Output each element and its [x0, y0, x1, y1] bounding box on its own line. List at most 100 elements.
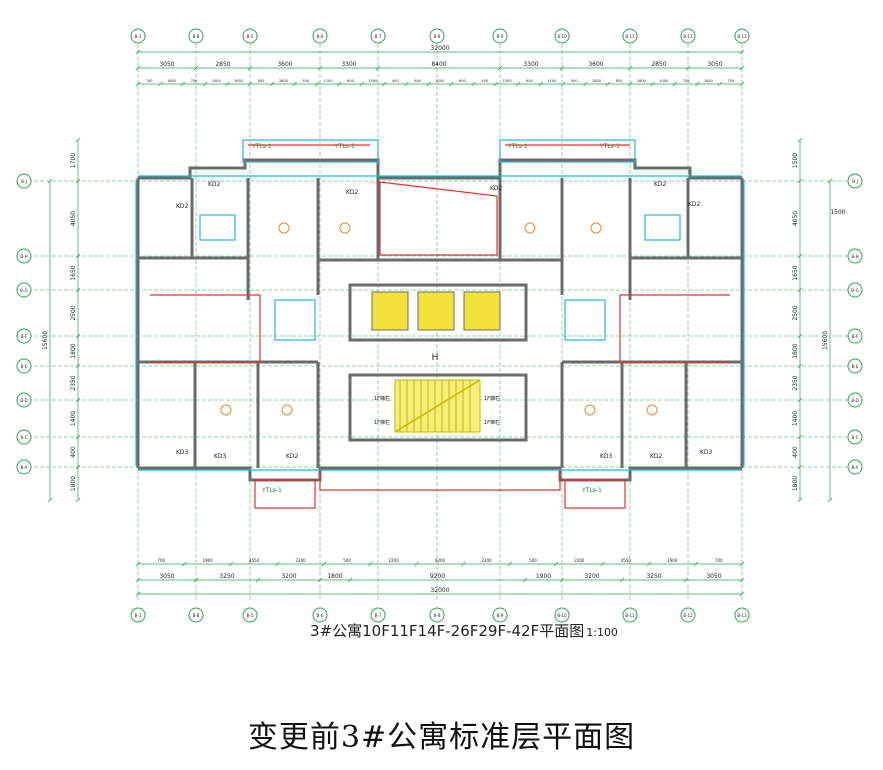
dim-bottom-total-tick: [739, 591, 745, 597]
grid-bubble-label: B-9: [497, 34, 504, 39]
grid-bubble-label: B-11: [625, 34, 635, 39]
dim-top-row2-label: 1000: [212, 79, 221, 83]
dim-top-row2-label: 600: [414, 79, 421, 83]
dim-top-row2-tick: [694, 81, 700, 87]
room-marker: [278, 222, 290, 234]
grid-bubble: [429, 28, 445, 44]
dim-top-row2-tick: [247, 81, 253, 87]
dim-top-row2-tick: [202, 81, 208, 87]
dim-bottom-row2-tick: [182, 561, 187, 567]
dim-top-row1-tick: [559, 65, 565, 71]
dim-top-row1-tick: [685, 65, 691, 71]
grid-bubble-label: B-B: [193, 613, 200, 618]
room-code: KD2: [286, 453, 299, 460]
dim-bottom-row2-label: 2200: [388, 558, 399, 563]
dim-top-total-tick: [135, 49, 141, 55]
grid-bubble: [554, 28, 570, 44]
dim-top-row2-label: 500: [302, 79, 309, 83]
dim-top-row1-tick: [739, 65, 745, 71]
dim-bottom-total-tick: [135, 591, 141, 597]
grid-bubble-label: B-H: [20, 254, 27, 259]
grid-bubble: [130, 607, 146, 623]
dim-left-inner-tick: [75, 464, 81, 470]
dim-top-row2-label: 1650: [704, 79, 713, 83]
dim-top-row2-tick: [493, 81, 499, 87]
unit-boundary-left: [150, 294, 261, 363]
dim-bottom-row1-tick: [255, 577, 261, 583]
room-code: KD3: [700, 449, 713, 456]
drawing-title-text: 3#公寓10F11F14F-26F29F-42F平面图: [310, 622, 585, 640]
dim-top-row2-label: 5200: [436, 79, 445, 83]
dim-top-row2-label: 2600: [637, 79, 646, 83]
room-code: KD2: [176, 203, 189, 210]
outer-wall-bottom: [138, 466, 742, 482]
dim-bottom-row1-tick: [683, 577, 689, 583]
dim-left-inner-label: 2500: [70, 305, 77, 320]
dim-bottom-row1-label: 3250: [646, 573, 661, 580]
dim-top-row2-label: 800: [258, 79, 265, 83]
grid-bubble-label: B-J: [852, 179, 858, 184]
grid-bubble-label: B-7: [375, 34, 382, 39]
hall-boundary: [379, 181, 498, 256]
stair-label: 1F梯栏: [484, 419, 500, 426]
grid-bubble: [847, 429, 863, 445]
dim-left-inner-tick: [75, 434, 81, 440]
dim-top-row2-label: 600: [347, 79, 354, 83]
grid-bubble: [16, 328, 32, 344]
room-code: KD2: [654, 181, 667, 188]
grid-bubble: [622, 607, 638, 623]
room-code: KD3: [214, 453, 227, 460]
grid-bubble-label: B-E: [21, 364, 28, 369]
grid-bubble: [242, 607, 258, 623]
grid-bubble: [370, 607, 386, 623]
elevator-shaft-3: [463, 291, 501, 331]
dim-bottom-row2-label: 2200: [296, 558, 307, 563]
stair-treads: [399, 380, 471, 432]
dim-bottom-row1-label: 3200: [584, 573, 599, 580]
grid-bubbles-right: B-JB-HB-GB-FB-EB-DB-CB-A: [847, 173, 863, 475]
dim-top-row2-tick: [650, 81, 655, 87]
dim-top-row2-tick: [471, 81, 476, 87]
dim-bottom-row2-tick: [275, 561, 280, 567]
grid-bubble: [554, 607, 570, 623]
dim-bottom-row1-label: 9200: [430, 573, 445, 580]
dim-top-total-tick: [739, 49, 745, 55]
room-markers: [220, 222, 658, 416]
dim-bottom-row2-tick: [600, 561, 605, 567]
elevator-core-wall: [348, 283, 528, 342]
dim-top-row1-tick: [317, 65, 323, 71]
grid-bubble: [16, 459, 32, 475]
dim-bottom-row2-label: 4550: [621, 558, 632, 563]
dim-right-inner-label: 4050: [792, 211, 799, 226]
grid-bubble-label: B-5: [247, 613, 254, 618]
dim-top-row2-label: 400: [392, 79, 399, 83]
dim-right-inner-label: 1500: [792, 153, 799, 168]
room-marker: [590, 222, 602, 234]
stair-label: 1F梯栏: [374, 395, 390, 402]
outer-wall-top: [138, 158, 742, 180]
dim-top-row1-tick: [375, 65, 381, 71]
room-code: KD2: [688, 201, 701, 208]
dim-bottom-row2-label: 2200: [574, 558, 585, 563]
grid-bubble-label: B-F: [21, 334, 28, 339]
dim-top-row2-label: 600: [459, 79, 466, 83]
dim-bottom-row2-label: 4550: [249, 558, 260, 563]
dim-top-row1-tick: [135, 65, 141, 71]
grid-bubble-label: B-10: [557, 34, 567, 39]
grid-bubble: [622, 28, 638, 44]
room-code: KD2: [490, 185, 503, 192]
dim-left-inner-tick: [75, 397, 81, 403]
room-marker: [646, 404, 658, 416]
dim-top-row2-label: 1500: [503, 79, 512, 83]
dim-bottom-row1-tick: [559, 577, 565, 583]
dim-left-inner-tick: [75, 363, 81, 369]
dim-bottom-row2-tick: [646, 561, 652, 567]
grid-bubble: [492, 607, 508, 623]
dim-right-inner-tick: [797, 287, 803, 293]
dim-bottom-row1-tick: [619, 577, 625, 583]
dim-top-row2-tick: [739, 81, 745, 87]
grid-bubble: [680, 607, 696, 623]
grid-bubble: [847, 282, 863, 298]
